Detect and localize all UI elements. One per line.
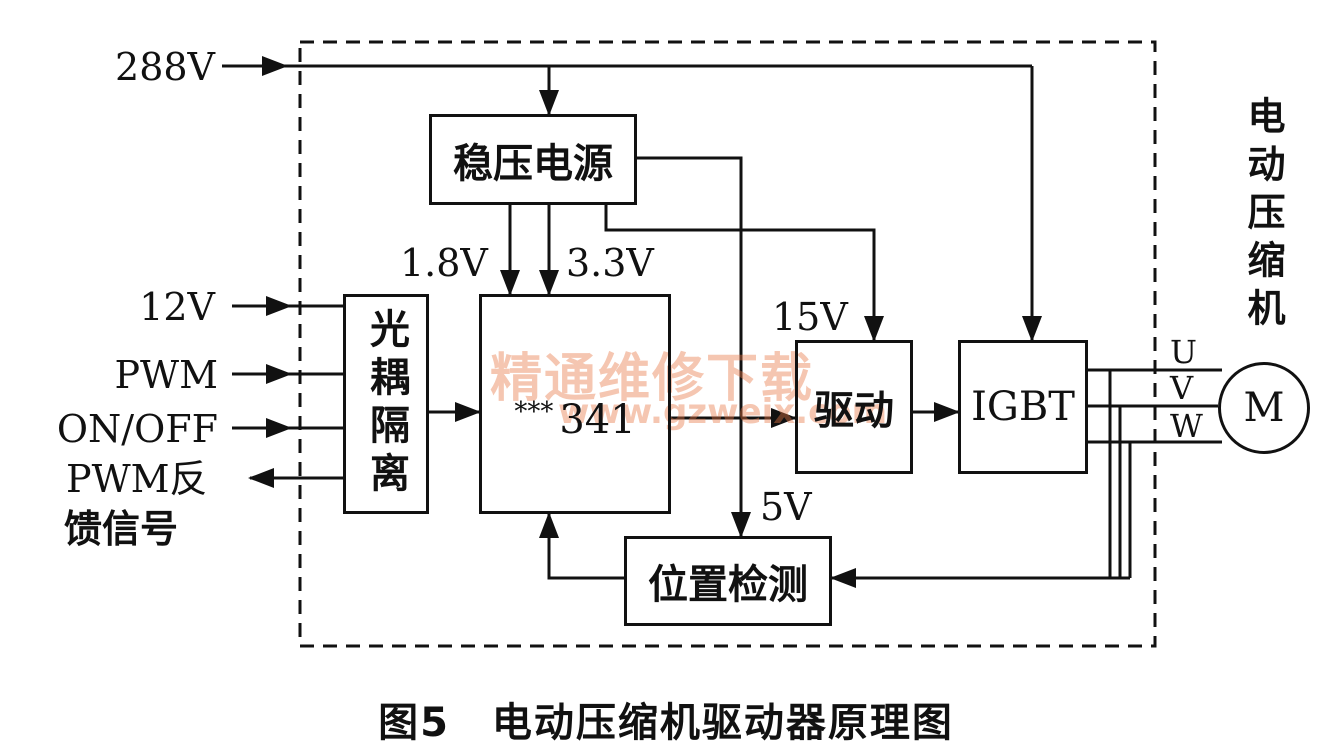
regulator-block: 稳压电源 <box>429 114 637 205</box>
igbt-label: IGBT <box>971 384 1075 430</box>
watermark-cn: 精通维修下载 <box>490 349 815 409</box>
position-detect-label: 位置检测 <box>648 561 808 608</box>
label-pwm-feedback-2: 馈信号 <box>64 507 179 551</box>
driver-label: 驱动 <box>814 387 894 434</box>
motor-symbol: M <box>1218 362 1310 454</box>
regulator-label: 稳压电源 <box>453 139 613 187</box>
module-boundary <box>298 40 1157 648</box>
label-12v: 12V <box>139 285 215 329</box>
side-label-compressor: 电动压缩机 <box>1236 96 1286 345</box>
mcu-block: *** 341 <box>479 294 671 514</box>
driver-block: 驱动 <box>795 340 913 474</box>
figure-caption: 图5 电动压缩机驱动器原理图 <box>378 700 954 746</box>
mcu-label: 341 <box>559 397 636 443</box>
label-15v: 15V <box>772 295 848 339</box>
wire-5v <box>637 156 751 538</box>
label-5v: 5V <box>760 485 812 529</box>
igbt-block: IGBT <box>958 340 1088 474</box>
watermark-url: www.gzweix.com <box>558 392 888 432</box>
label-phase-w: W <box>1170 407 1203 445</box>
wire-position-to-mcu <box>539 512 624 580</box>
label-onoff: ON/OFF <box>56 407 218 451</box>
label-phase-v: V <box>1170 369 1194 407</box>
optocoupler-block: 光耦隔离 <box>343 294 429 514</box>
label-3v3: 3.3V <box>566 241 654 285</box>
label-pwm-feedback-1: PWM反 <box>66 457 208 501</box>
position-detect-block: 位置检测 <box>624 536 832 626</box>
label-pwm: PWM <box>114 353 218 397</box>
label-phase-u: U <box>1170 333 1197 371</box>
label-288v: 288V <box>115 45 215 89</box>
mcu-prefix: *** <box>514 397 554 427</box>
label-1v8: 1.8V <box>400 241 488 285</box>
optocoupler-label: 光耦隔离 <box>363 308 410 500</box>
side-label-text: 电动压缩机 <box>1241 96 1285 336</box>
motor-label: M <box>1243 385 1285 431</box>
